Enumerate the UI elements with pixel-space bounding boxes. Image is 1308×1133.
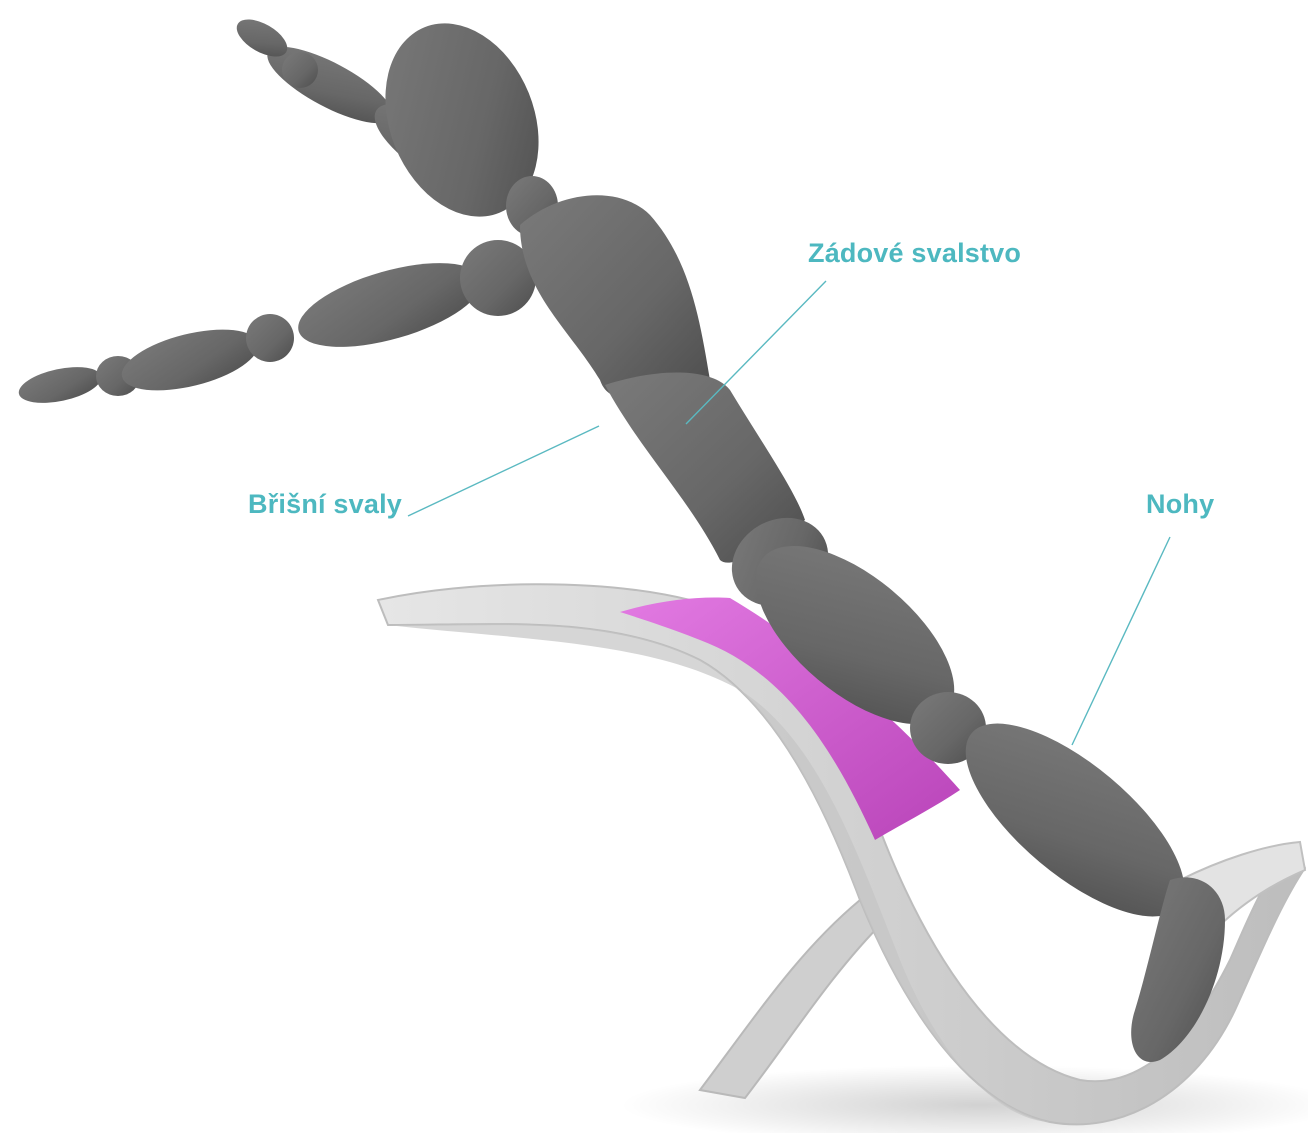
upper-arm-extended — [289, 246, 490, 364]
mannequin-figure — [16, 0, 1225, 1062]
label-back-muscles: Zádové svalstvo — [808, 238, 1021, 269]
label-abdominal-muscles: Břišní svaly — [248, 489, 402, 520]
elbow-raised — [282, 52, 318, 88]
leader-line-legs — [1072, 537, 1170, 745]
forearm-extended — [116, 318, 264, 402]
hand-extended — [16, 361, 105, 410]
label-legs: Nohy — [1146, 489, 1214, 520]
leader-line-back — [686, 281, 826, 424]
leader-line-abs — [408, 426, 599, 516]
elbow-extended — [246, 314, 294, 362]
chest — [520, 195, 710, 399]
